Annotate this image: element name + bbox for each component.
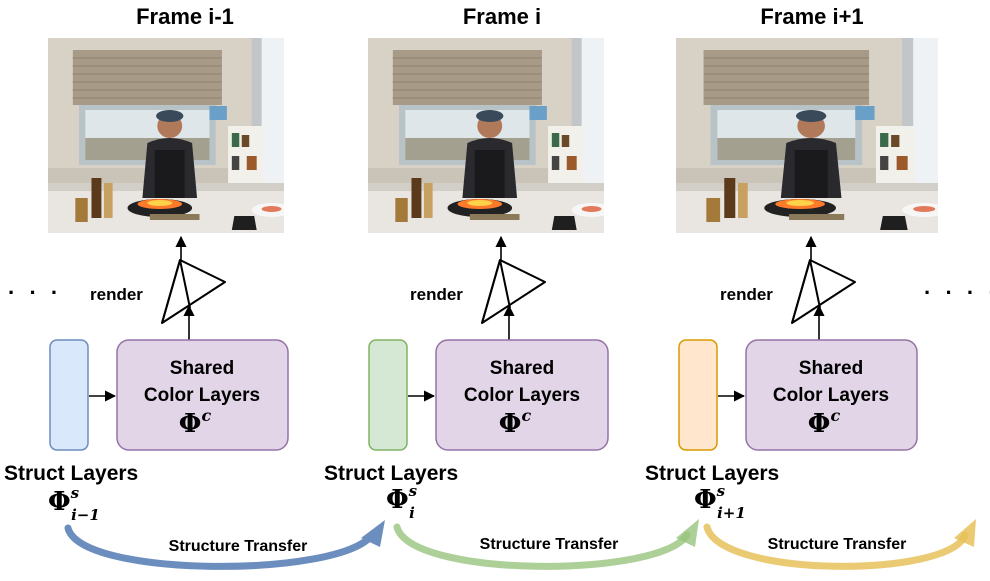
structure-transfer-label-1: Structure Transfer xyxy=(169,538,308,555)
ellipsis-right: · · · · xyxy=(924,280,990,305)
phi-sup: s xyxy=(409,482,418,500)
ellipsis-left: · · · xyxy=(8,280,62,305)
struct-symbol-next: Φs i+1 xyxy=(694,482,746,522)
camera-icon-prev xyxy=(161,259,226,324)
phi-sup: c xyxy=(201,406,211,425)
structure-transfer-arrow-3 xyxy=(703,519,976,570)
structure-transfer-arrow-1 xyxy=(64,520,385,570)
phi-sub: i xyxy=(409,504,415,522)
structure-transfer-arrow-2 xyxy=(393,519,699,570)
struct-layer-box-next xyxy=(678,339,718,451)
color-box-line2-current: Color Layers xyxy=(464,385,580,406)
struct-label-prev: Struct Layers xyxy=(4,462,138,485)
color-box-line1-next: Shared xyxy=(799,358,863,379)
color-box-line1-prev: Shared xyxy=(170,358,234,379)
frame-title-next: Frame i+1 xyxy=(760,4,863,29)
phi-symbol: Φ xyxy=(808,409,831,439)
phi-symbol: Φ xyxy=(179,409,202,439)
color-box-line1-current: Shared xyxy=(490,358,554,379)
frame-image-next xyxy=(676,38,938,233)
render-label-next: render xyxy=(720,285,773,304)
color-box-line2-next: Color Layers xyxy=(773,385,889,406)
phi-sup: s xyxy=(71,484,80,502)
struct-layer-box-prev xyxy=(49,339,89,451)
frame-title-current: Frame i xyxy=(463,4,541,29)
frame-image-current xyxy=(368,38,604,233)
color-box-line2-prev: Color Layers xyxy=(144,385,260,406)
structure-transfer-label-3: Structure Transfer xyxy=(768,536,907,553)
phi-sub: i+1 xyxy=(717,504,746,522)
color-symbol-prev: Φc xyxy=(179,406,212,439)
phi-sup: s xyxy=(717,482,726,500)
color-layer-box-current xyxy=(435,339,609,451)
structure-transfer-label-2: Structure Transfer xyxy=(480,536,619,553)
color-layer-box-next xyxy=(745,339,918,451)
struct-symbol-prev: Φs i−1 xyxy=(48,484,100,524)
color-symbol-current: Φc xyxy=(499,406,532,439)
struct-layer-box-current xyxy=(368,339,408,451)
phi-symbol: Φ xyxy=(386,485,409,515)
frame-title-prev: Frame i-1 xyxy=(136,4,234,29)
render-label-current: render xyxy=(410,285,463,304)
frame-image-prev xyxy=(48,38,284,233)
camera-icon-current xyxy=(481,259,546,324)
phi-sub: i−1 xyxy=(71,506,100,524)
color-layer-box-prev xyxy=(116,339,289,451)
struct-label-next: Struct Layers xyxy=(645,462,779,485)
render-label-prev: render xyxy=(90,285,143,304)
color-symbol-next: Φc xyxy=(808,406,841,439)
struct-label-current: Struct Layers xyxy=(324,462,458,485)
phi-symbol: Φ xyxy=(48,487,71,517)
phi-sup: c xyxy=(830,406,840,425)
phi-symbol: Φ xyxy=(694,485,717,515)
phi-symbol: Φ xyxy=(499,409,522,439)
phi-sup: c xyxy=(521,406,531,425)
camera-icon-next xyxy=(791,259,856,324)
